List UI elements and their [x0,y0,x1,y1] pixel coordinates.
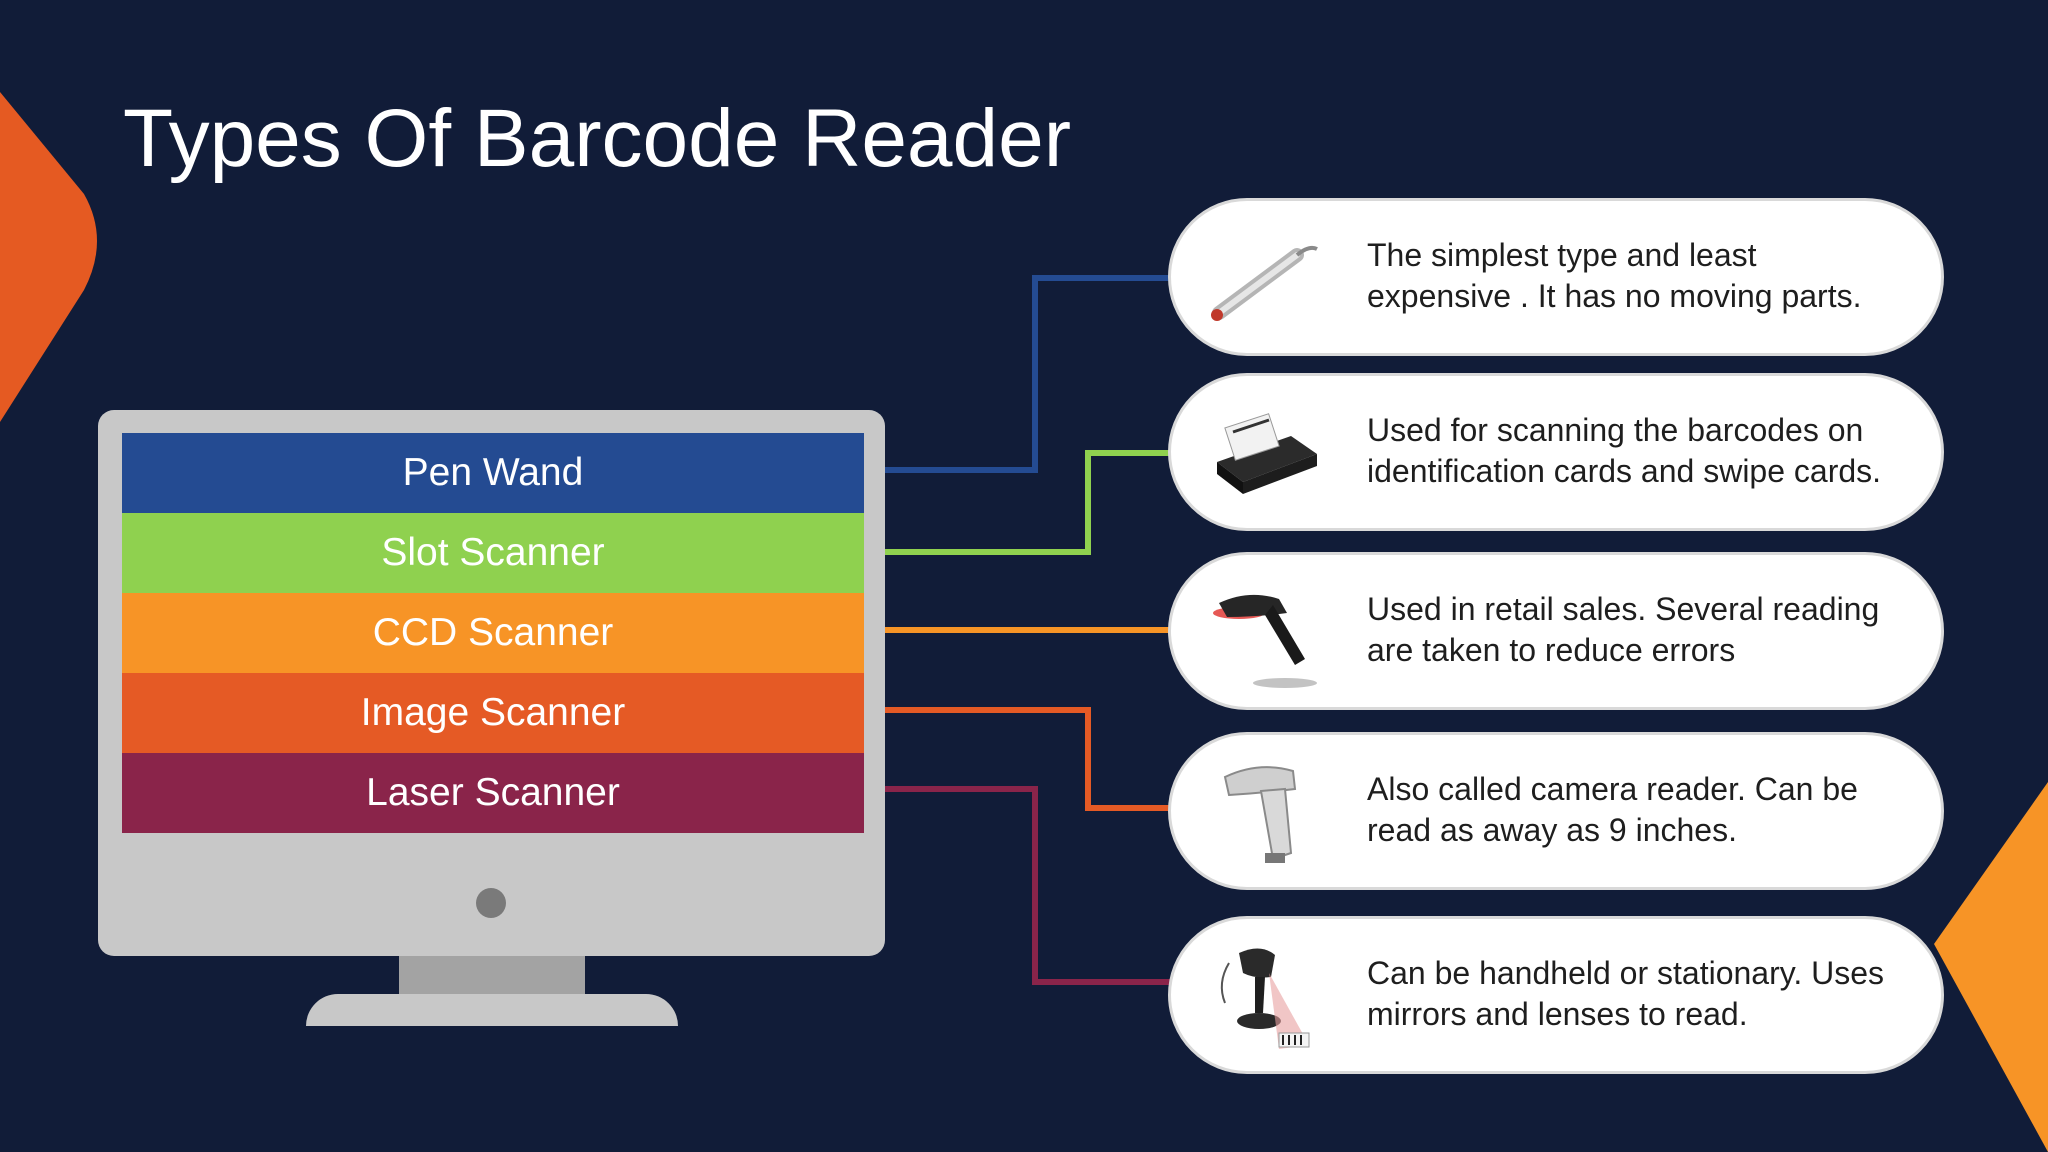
right-orange-triangle [1934,782,2048,1152]
description-text: Also called camera reader. Can be read a… [1367,769,1927,851]
monitor-neck [399,956,585,996]
description-text: Used in retail sales. Several reading ar… [1367,589,1927,671]
description-line: mirrors and lenses to read. [1367,996,1748,1032]
description-pill-pen-wand: The simplest type and least expensive . … [1168,198,1944,356]
monitor-base [306,994,678,1026]
pen-wand-icon [1211,245,1318,321]
monitor-power-button [476,888,506,918]
description-line: Also called camera reader. Can be [1367,771,1858,807]
description-pill-slot-scanner: Used for scanning the barcodes on identi… [1168,373,1944,531]
description-text: Can be handheld or stationary. Uses mirr… [1367,953,1927,1035]
image-scanner-icon [1223,766,1297,863]
connector-slot-scanner [885,450,1170,555]
connector-laser-scanner [885,786,1170,985]
description-line: The simplest type and least [1367,237,1757,273]
type-bar-pen-wand: Pen Wand [122,433,864,513]
description-line: Can be handheld or stationary. Uses [1367,955,1885,991]
connector-pen-wand [885,275,1170,473]
monitor-screen: Pen Wand Slot Scanner CCD Scanner Image … [122,433,864,833]
slot-scanner-icon [1217,413,1317,494]
description-line: Used for scanning the barcodes on [1367,412,1864,448]
description-line: identification cards and swipe cards. [1367,453,1882,489]
description-line: expensive . It has no moving parts. [1367,278,1862,314]
description-text: Used for scanning the barcodes on identi… [1367,410,1927,492]
slide-title: Types Of Barcode Reader [123,93,1072,184]
description-pill-image-scanner: Also called camera reader. Can be read a… [1168,732,1944,890]
type-bar-slot-scanner: Slot Scanner [122,513,864,593]
type-bar-image-scanner: Image Scanner [122,673,864,753]
laser-scanner-icon [1220,948,1310,1049]
left-orange-chevron [0,92,97,422]
type-bar-ccd-scanner: CCD Scanner [122,593,864,673]
type-bar-laser-scanner: Laser Scanner [122,753,864,833]
description-pill-ccd-scanner: Used in retail sales. Several reading ar… [1168,552,1944,710]
description-text: The simplest type and least expensive . … [1367,235,1927,317]
description-line: Used in retail sales. Several reading [1367,591,1880,627]
description-line: read as away as 9 inches. [1367,812,1737,848]
description-pill-laser-scanner: Can be handheld or stationary. Uses mirr… [1168,916,1944,1074]
description-line: are taken to reduce errors [1367,632,1736,668]
ccd-scanner-icon [1213,594,1317,688]
connector-image-scanner [885,707,1170,811]
